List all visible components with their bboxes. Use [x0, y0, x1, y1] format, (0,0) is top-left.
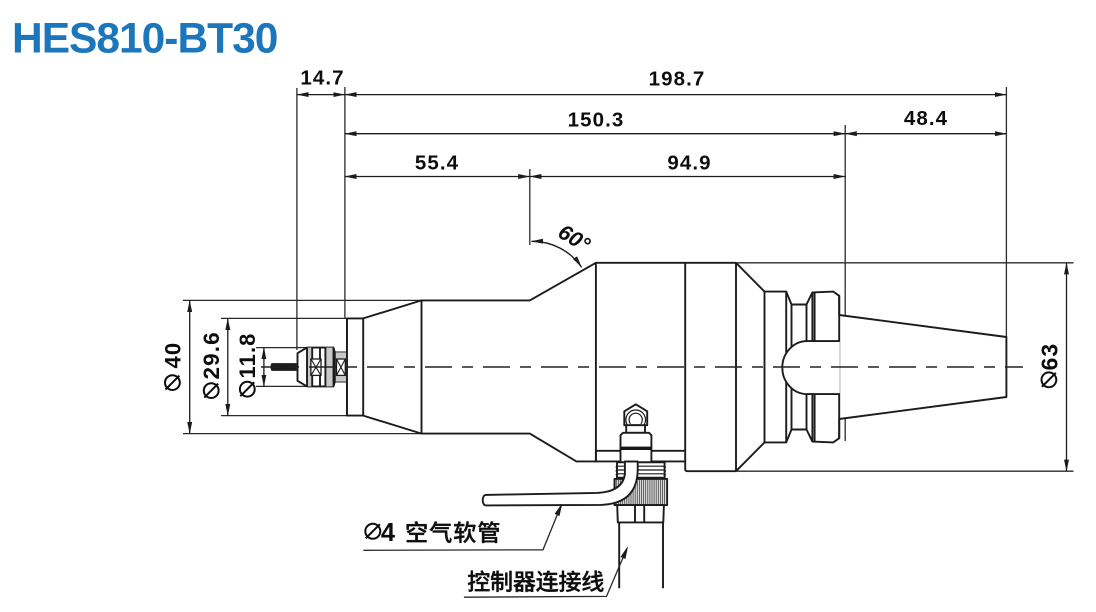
svg-text:11.8: 11.8: [235, 332, 260, 378]
svg-text:150.3: 150.3: [568, 109, 625, 132]
svg-text:60°: 60°: [554, 220, 595, 258]
svg-text:40: 40: [160, 342, 185, 369]
svg-text:198.7: 198.7: [649, 68, 706, 91]
svg-text:48.4: 48.4: [904, 107, 948, 130]
svg-text:29.6: 29.6: [199, 331, 224, 379]
svg-text:14.7: 14.7: [300, 67, 344, 90]
svg-text:63: 63: [1037, 343, 1063, 371]
svg-text:55.4: 55.4: [415, 152, 459, 175]
svg-text:94.9: 94.9: [667, 152, 711, 175]
svg-text:4: 4: [381, 519, 396, 547]
svg-text:HES810-BT30: HES810-BT30: [12, 16, 277, 63]
